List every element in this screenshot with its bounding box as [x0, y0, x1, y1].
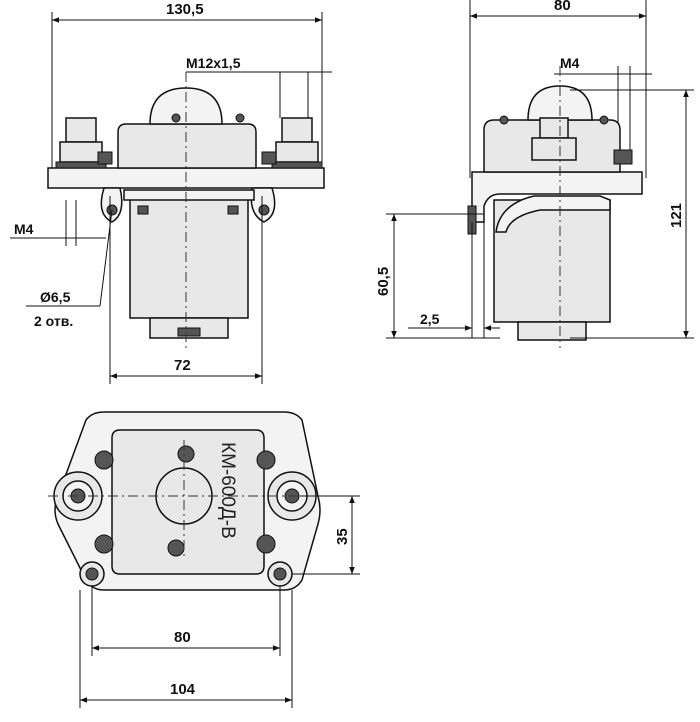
- dim-side-height-mount: 60,5: [375, 267, 392, 296]
- dim-side-width: 80: [554, 0, 571, 14]
- side-view: 80 M4 121 60,5: [375, 0, 694, 348]
- top-view: КМ-600Д-В 35 80 104: [48, 411, 360, 708]
- dim-front-hole-count: 2 отв.: [34, 313, 73, 329]
- model-marking: КМ-600Д-В: [217, 442, 238, 539]
- dim-top-spacing: 35: [334, 528, 351, 545]
- dim-front-screw: M4: [14, 221, 34, 237]
- dim-front-hole-dia: Ø6,5: [40, 289, 71, 305]
- dim-top-terminal-pitch: 80: [174, 629, 191, 646]
- dim-side-height-total: 121: [668, 203, 685, 228]
- cover-screws: [94, 445, 276, 557]
- dim-front-body-width: 72: [174, 357, 191, 374]
- dim-side-offset: 2,5: [420, 311, 440, 327]
- dim-front-thread: M12x1,5: [186, 55, 241, 71]
- dim-top-width: 104: [170, 681, 196, 698]
- front-view: 130,5 M12x1,5: [10, 1, 332, 384]
- dim-side-screw: M4: [560, 55, 580, 71]
- dim-front-width: 130,5: [166, 1, 204, 18]
